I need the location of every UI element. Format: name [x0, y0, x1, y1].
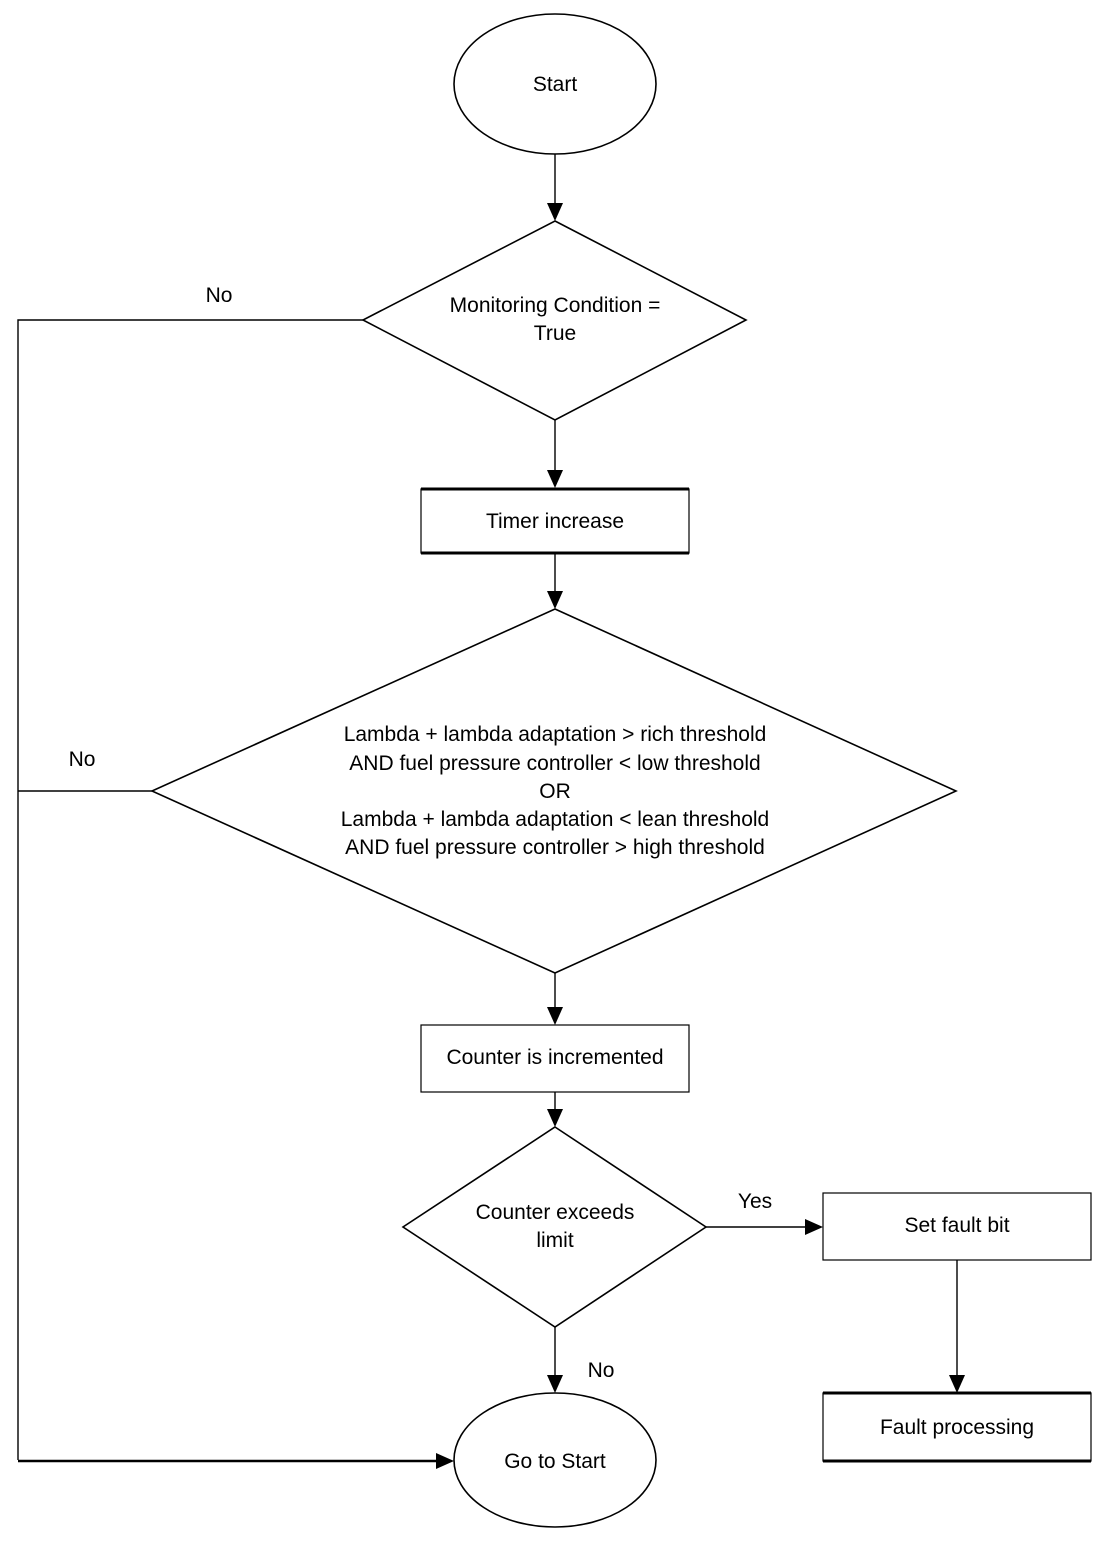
lambda-label-line-4: Lambda + lambda adaptation < lean thresh…: [341, 808, 769, 831]
arrow-head-icon: [949, 1375, 965, 1393]
lambda-label-line-1: Lambda + lambda adaptation > rich thresh…: [344, 723, 767, 746]
counter-limit-label-line-2: limit: [536, 1229, 573, 1252]
counter-increment-shape: [420, 1024, 690, 1093]
counter-increment-label: Counter is incremented: [446, 1046, 663, 1069]
arrow-head-icon: [547, 1109, 563, 1127]
lambda-label-line-3: OR: [539, 780, 571, 803]
monitoring-decision-shape: [361, 220, 748, 421]
go-to-start-label: Go to Start: [504, 1450, 606, 1473]
arrow-head-icon: [547, 591, 563, 609]
monitoring-label-line-1: Monitoring Condition =: [450, 294, 661, 317]
counter-limit-label-line-1: Counter exceeds: [476, 1201, 635, 1224]
timer-process-shape: [420, 488, 690, 554]
limit-no-label: No: [588, 1359, 615, 1382]
edge-monitoring-no: [17, 319, 363, 1460]
set-fault-bit-label: Set fault bit: [904, 1214, 1009, 1237]
fault-processing-label: Fault processing: [880, 1416, 1034, 1439]
lambda-label-line-2: AND fuel pressure controller < low thres…: [349, 752, 760, 775]
fault-processing-shape: [822, 1392, 1092, 1462]
timer-label: Timer increase: [486, 510, 624, 533]
arrow-head-icon: [547, 1007, 563, 1025]
monitoring-no-label: No: [206, 284, 233, 307]
arrow-head-icon: [547, 470, 563, 488]
limit-yes-label: Yes: [738, 1190, 772, 1213]
arrow-head-icon: [805, 1219, 823, 1235]
monitoring-label-line-2: True: [534, 322, 576, 345]
arrow-head-icon: [436, 1453, 454, 1469]
lambda-no-label: No: [69, 748, 96, 771]
arrow-head-icon: [547, 203, 563, 221]
start-node-label: Start: [533, 73, 578, 96]
set-fault-bit-shape: [822, 1192, 1092, 1261]
arrow-head-icon: [547, 1375, 563, 1393]
counter-limit-decision-shape: [401, 1126, 708, 1328]
lambda-label-line-5: AND fuel pressure controller > high thre…: [345, 836, 765, 859]
